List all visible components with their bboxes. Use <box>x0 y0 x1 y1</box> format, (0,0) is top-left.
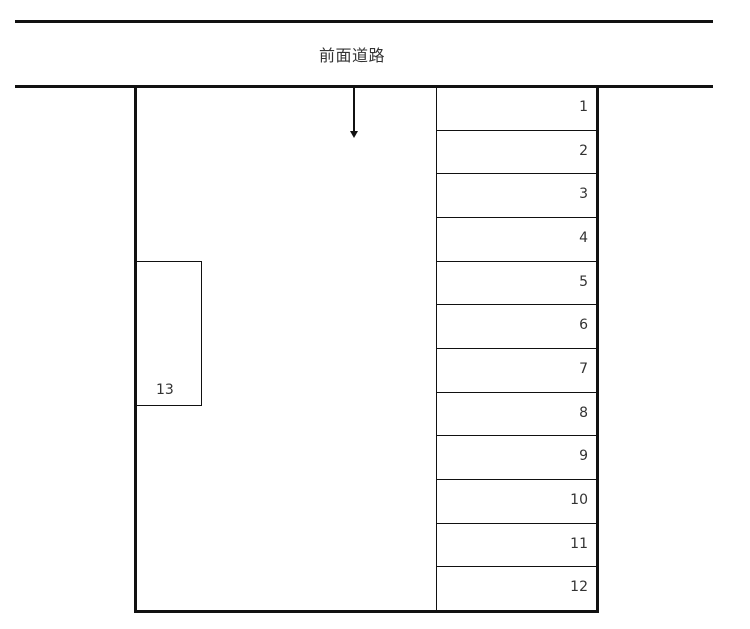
road-top-edge <box>15 20 713 23</box>
slot-number: 4 <box>579 229 588 246</box>
side-parking-slot: 13 <box>136 261 202 406</box>
parking-slot: 7 <box>437 349 596 393</box>
parking-slot-column: 1 2 3 4 5 6 7 8 9 10 11 12 <box>437 87 596 611</box>
arrow-down-icon <box>353 86 355 132</box>
slot-number: 11 <box>570 535 588 552</box>
lot-left-boundary <box>134 86 137 613</box>
parking-slot: 4 <box>437 218 596 262</box>
slot-number: 3 <box>579 186 588 203</box>
parking-slot: 8 <box>437 393 596 437</box>
parking-slot: 11 <box>437 524 596 568</box>
slot-number: 7 <box>579 360 588 377</box>
slot-number: 8 <box>579 404 588 421</box>
slot-number: 5 <box>579 273 588 290</box>
slot-number: 12 <box>570 579 588 596</box>
slot-number: 1 <box>579 99 588 115</box>
slot-number: 13 <box>156 382 174 398</box>
lot-right-boundary <box>596 86 599 613</box>
lot-bottom-boundary <box>134 610 599 613</box>
parking-slot: 1 <box>437 87 596 131</box>
parking-slot: 9 <box>437 436 596 480</box>
parking-slot: 2 <box>437 131 596 175</box>
parking-slot: 3 <box>437 174 596 218</box>
slot-number: 10 <box>570 491 588 508</box>
parking-slot: 12 <box>437 567 596 611</box>
parking-slot: 5 <box>437 262 596 306</box>
slot-number: 9 <box>579 448 588 465</box>
road-label: 前面道路 <box>318 46 385 65</box>
slot-number: 6 <box>579 317 588 334</box>
slot-number: 2 <box>579 142 588 159</box>
arrow-head <box>350 131 358 138</box>
road-bottom-edge <box>15 85 713 88</box>
slot-column-divider <box>436 86 437 611</box>
parking-slot: 10 <box>437 480 596 524</box>
parking-slot: 6 <box>437 305 596 349</box>
